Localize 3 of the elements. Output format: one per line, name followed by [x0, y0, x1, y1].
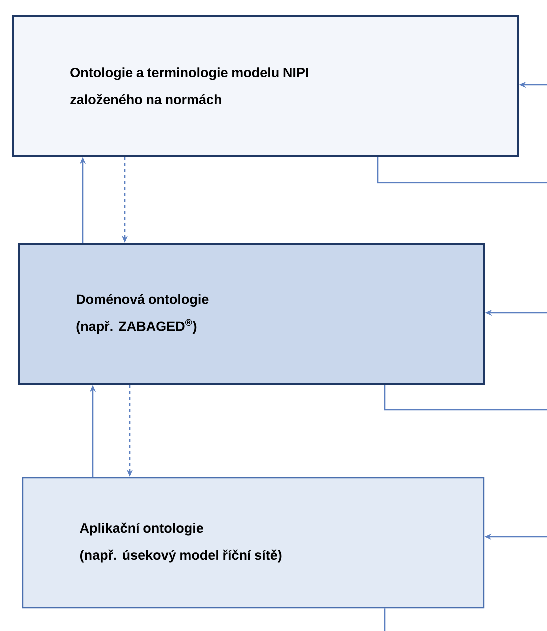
ontology-box: Doménová ontologie (např. ZABAGED$^{®}$): [18, 243, 486, 386]
ontology-box: Ontologie a terminologie modelu NIPI založeného na normách: [12, 15, 520, 158]
ontology-box: Aplikační ontologie (např. úsekový model říční sítě): [22, 477, 485, 609]
